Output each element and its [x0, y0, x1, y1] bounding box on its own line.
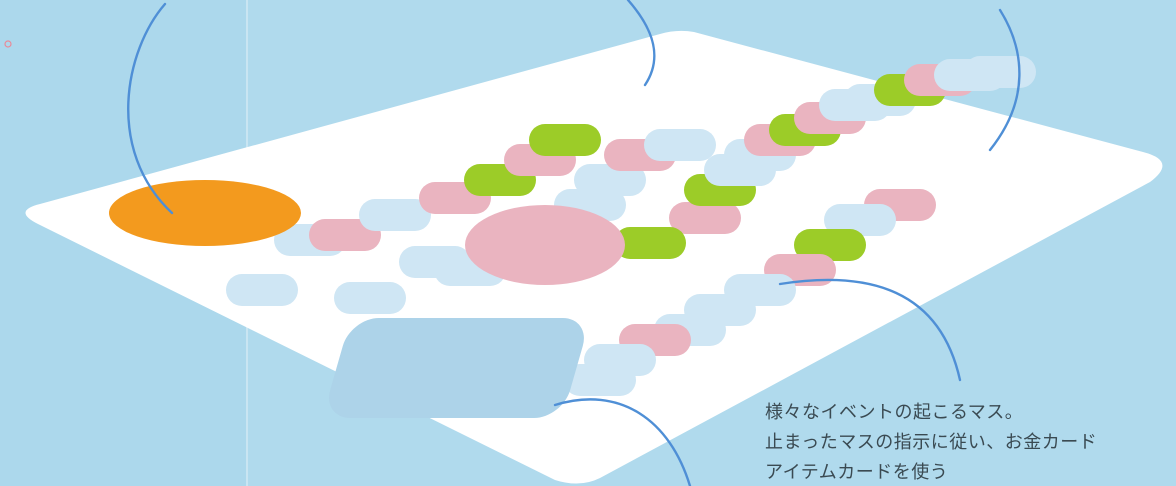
start-space: [109, 180, 301, 246]
goal-space: [465, 205, 625, 285]
board-space-pink: [669, 202, 741, 234]
event-space-description: 様々なイベントの起こるマス。 止まったマスの指示に従い、お金カード アイテムカー…: [765, 398, 1176, 486]
board-space-event: [226, 274, 298, 306]
board-space-event: [334, 282, 406, 314]
description-line-1: 様々なイベントの起こるマス。: [765, 398, 1176, 428]
board-space-event: [644, 129, 716, 161]
board-space-green: [529, 124, 601, 156]
card-area: [322, 318, 591, 418]
board-space-event: [964, 56, 1036, 88]
description-line-2: 止まったマスの指示に従い、お金カード: [765, 428, 1176, 458]
description-line-3: アイテムカードを使う: [765, 458, 1176, 486]
